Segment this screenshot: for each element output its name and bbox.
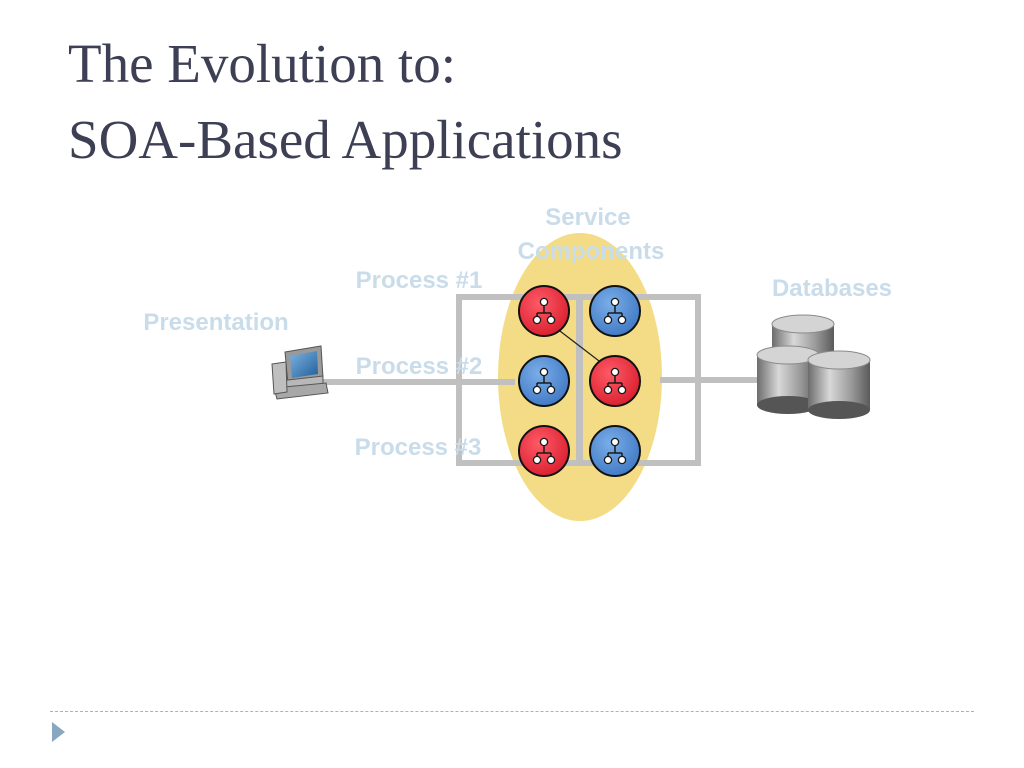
service-component-2-1 <box>518 355 570 407</box>
service-component-1-1 <box>518 285 570 337</box>
service-components-label-line2: Components <box>518 238 665 265</box>
database-cylinder-right <box>807 350 871 419</box>
hierarchy-icon <box>603 367 627 395</box>
footer-divider <box>50 711 974 712</box>
slide-title: The Evolution to: SOA-Based Applications <box>68 26 623 178</box>
title-line-1: The Evolution to: <box>68 33 457 94</box>
hierarchy-icon <box>532 367 556 395</box>
service-components <box>518 285 641 477</box>
databases-label: Databases <box>772 275 892 302</box>
hierarchy-icon <box>532 437 556 465</box>
hierarchy-icon <box>532 297 556 325</box>
database-cylinders-icon <box>756 314 871 419</box>
connector-lines <box>322 294 762 466</box>
component-link <box>555 327 604 365</box>
service-components-label-line1: Service <box>545 204 630 231</box>
process-3-label: Process #3 <box>355 434 482 461</box>
service-component-3-2 <box>589 425 641 477</box>
process-2-label: Process #2 <box>356 353 483 380</box>
presentation-label: Presentation <box>143 309 288 336</box>
service-component-2-2 <box>589 355 641 407</box>
process-1-label: Process #1 <box>356 267 483 294</box>
slide-bullet-arrow-icon <box>52 722 65 742</box>
hierarchy-icon <box>603 297 627 325</box>
hierarchy-icon <box>603 437 627 465</box>
desktop-computer-icon <box>271 345 329 400</box>
service-component-3-1 <box>518 425 570 477</box>
title-line-2: SOA-Based Applications <box>68 109 623 170</box>
service-component-1-2 <box>589 285 641 337</box>
